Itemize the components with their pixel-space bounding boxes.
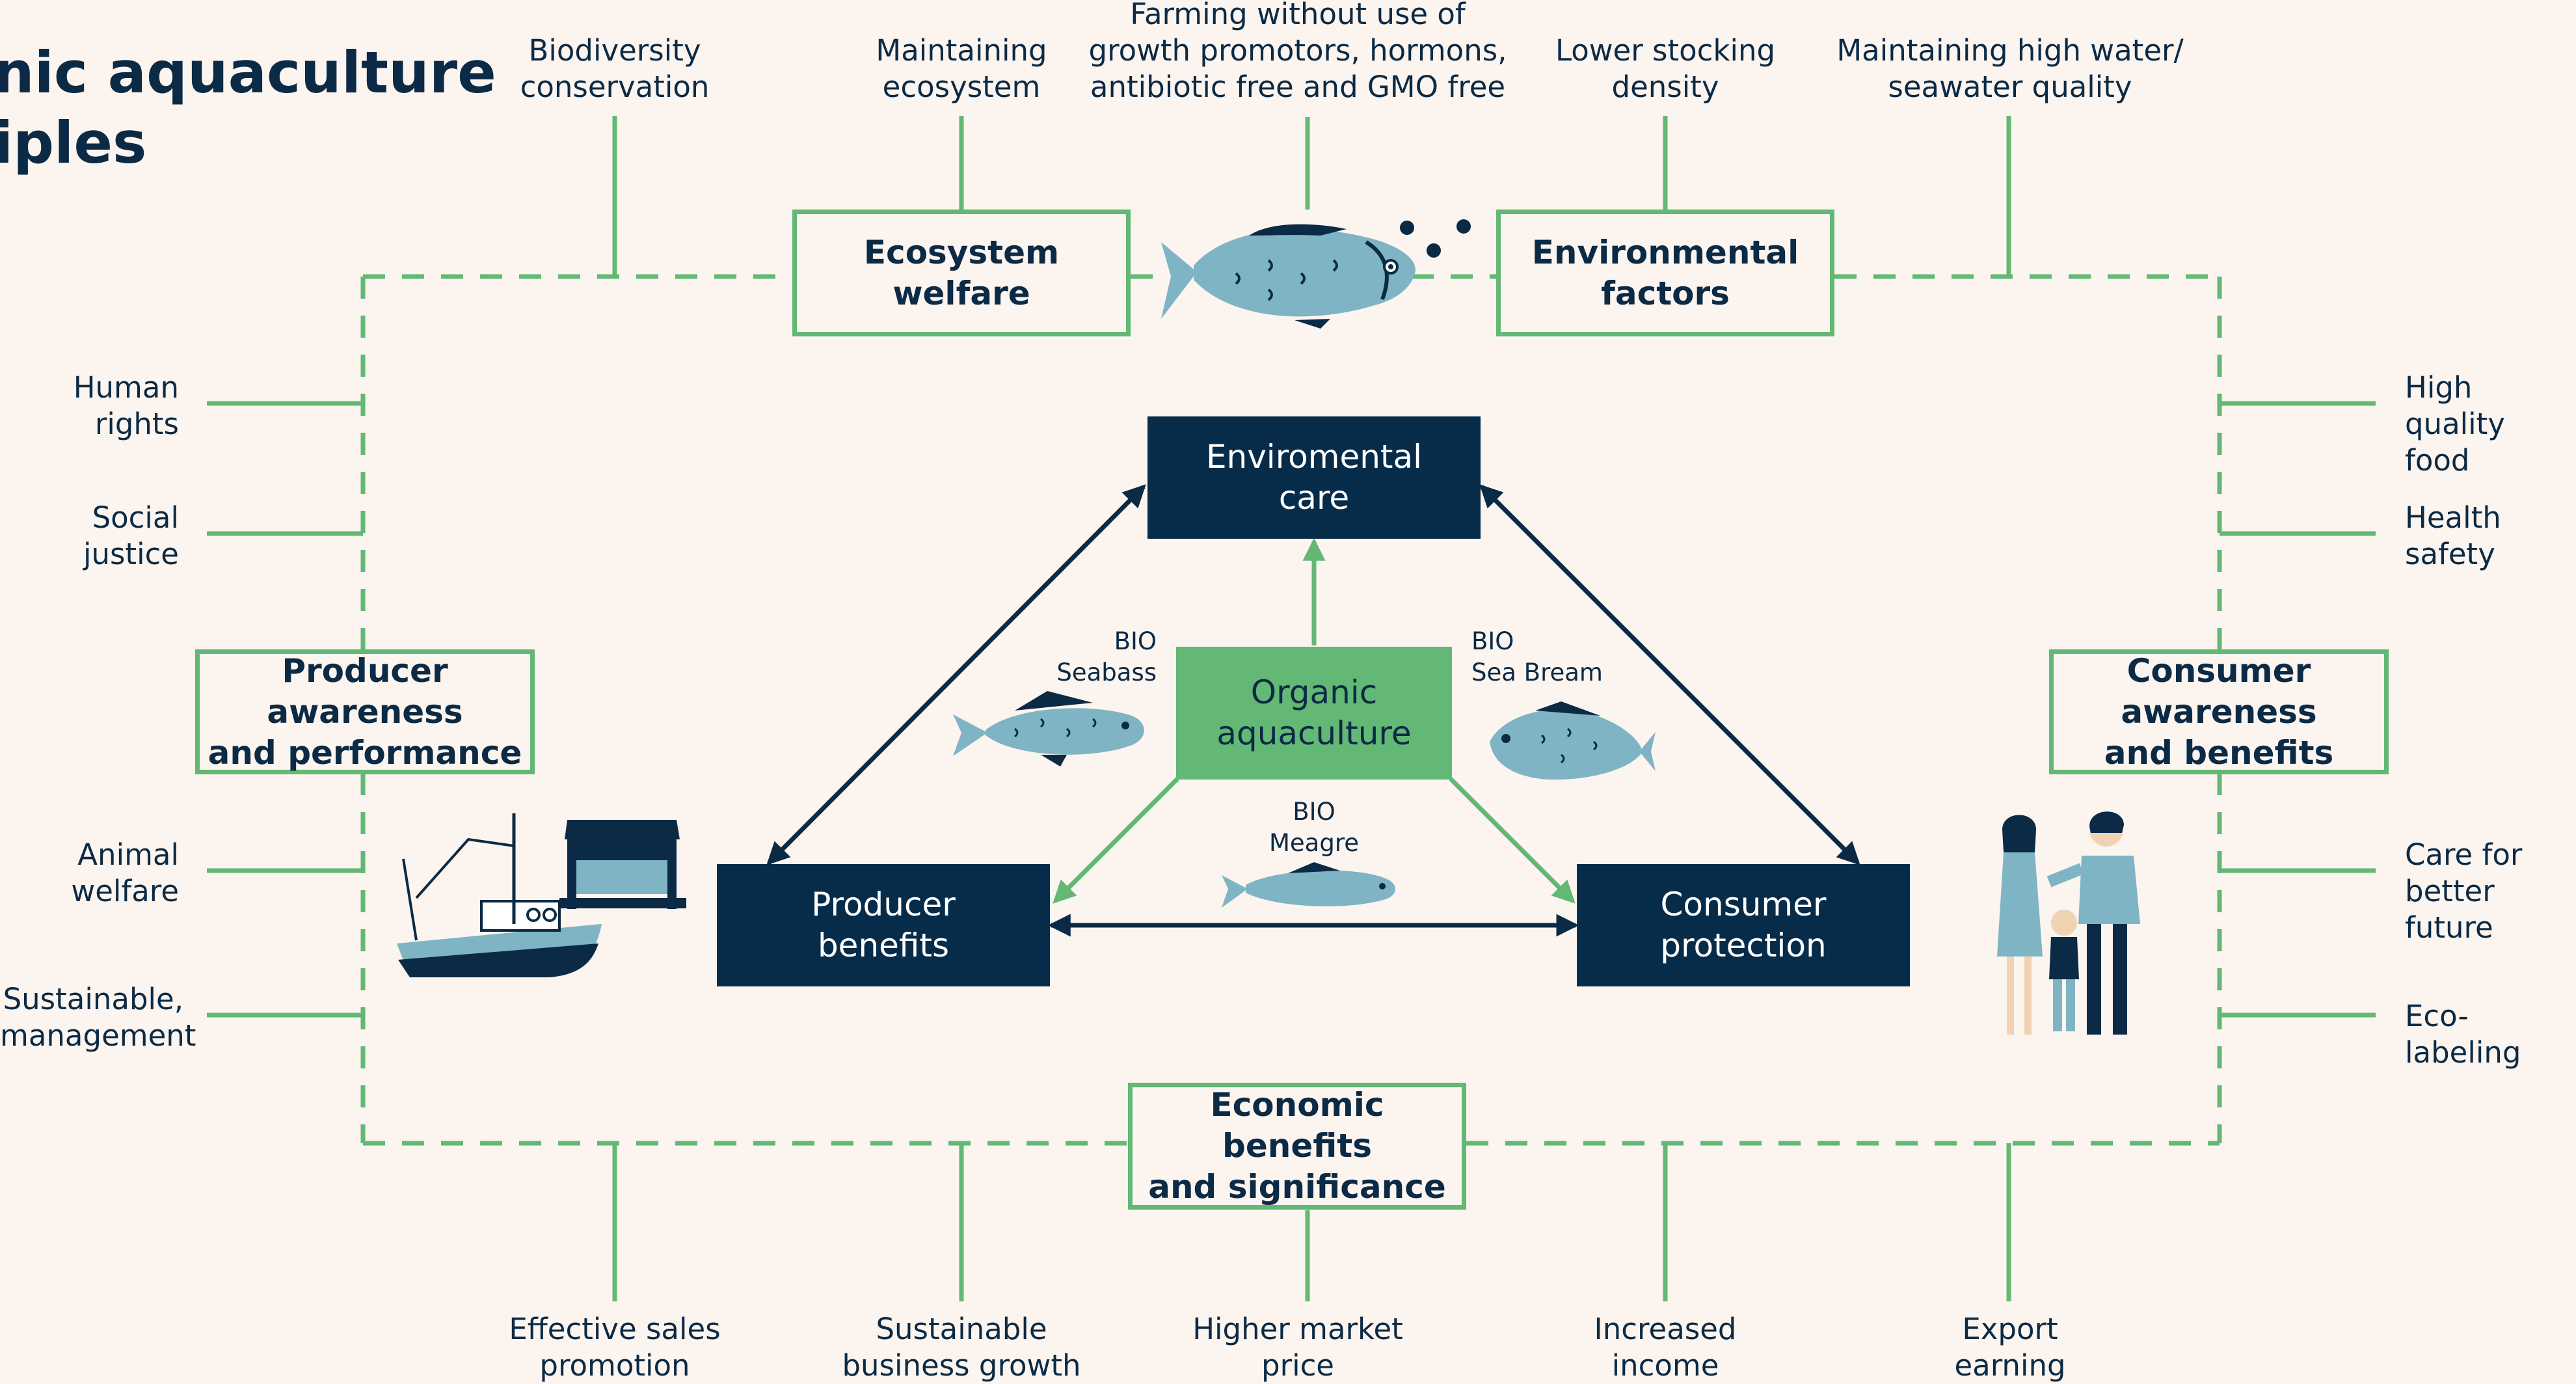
label-sales-promotion: Effective sales promotion bbox=[509, 1312, 721, 1383]
fish-icon bbox=[1161, 224, 1415, 329]
arrows bbox=[766, 484, 1860, 937]
arrow-env-producer bbox=[766, 484, 1146, 865]
label-bio-sea-bream: BIO Sea Bream bbox=[1471, 627, 1603, 686]
box-consumer-protection: Consumer protection bbox=[1577, 864, 1910, 986]
label-biodiversity: Biodiversity conservation bbox=[520, 33, 710, 104]
dashed-frame bbox=[360, 274, 2222, 1146]
box-organic-aquaculture: Organic aquaculture bbox=[1176, 647, 1452, 780]
box-environmental-factors: Environmental factors bbox=[1496, 210, 1834, 336]
label-farming: Farming without use of growth promotors,… bbox=[1088, 0, 1507, 104]
label-stocking: Lower stocking density bbox=[1555, 33, 1776, 104]
label-bio-seabass: BIO Seabass bbox=[1056, 627, 1157, 686]
box-economic-benefits: Economic benefits and significance bbox=[1128, 1083, 1466, 1210]
box-producer-awareness: Producer awareness and performance bbox=[195, 649, 535, 774]
label-human-rights: Human rights bbox=[73, 370, 179, 441]
bubbles-icon bbox=[1400, 219, 1471, 258]
label-business-growth: Sustainable business growth bbox=[842, 1312, 1081, 1383]
label-animal-welfare: Animal welfare bbox=[71, 837, 179, 908]
label-maintaining-ecosystem: Maintaining ecosystem bbox=[876, 33, 1047, 104]
label-care-future: Care for better future bbox=[2405, 837, 2523, 945]
connector-lines bbox=[207, 116, 2376, 1301]
label-social-justice: Social justice bbox=[83, 500, 179, 571]
label-bio-meagre: BIO Meagre bbox=[1268, 798, 1359, 857]
family-icon bbox=[1997, 811, 2140, 1035]
box-producer-benefits: Producer benefits bbox=[717, 864, 1050, 986]
label-export-earning: Export earning bbox=[1954, 1312, 2066, 1383]
box-consumer-awareness: Consumer awareness and benefits bbox=[2049, 649, 2389, 774]
box-environmental-care: Enviromental care bbox=[1147, 416, 1481, 539]
arrow-env-consumer bbox=[1479, 484, 1860, 865]
market-stall-icon bbox=[559, 820, 686, 909]
label-market-price: Higher market price bbox=[1192, 1312, 1403, 1383]
arrow-organic-producer bbox=[1053, 777, 1179, 904]
meagre-fish-icon bbox=[1222, 862, 1395, 908]
arrow-organic-consumer bbox=[1449, 777, 1576, 904]
label-increased-income: Increased income bbox=[1594, 1312, 1737, 1383]
label-high-quality-food: High quality food bbox=[2405, 370, 2505, 478]
fishing-boat-icon bbox=[397, 813, 602, 977]
label-health-safety: Health safety bbox=[2405, 500, 2501, 571]
label-eco-labeling: Eco-labeling bbox=[2405, 999, 2521, 1070]
label-sustainable-management: Sustainable, management bbox=[0, 982, 196, 1053]
diagram-title: nic aquaculture iples bbox=[0, 39, 496, 176]
seabass-fish-icon bbox=[953, 691, 1144, 767]
box-ecosystem-welfare: Ecosystem welfare bbox=[792, 210, 1131, 336]
label-water-quality: Maintaining high water/ seawater quality bbox=[1836, 33, 2184, 104]
sea-bream-fish-icon bbox=[1490, 701, 1656, 780]
